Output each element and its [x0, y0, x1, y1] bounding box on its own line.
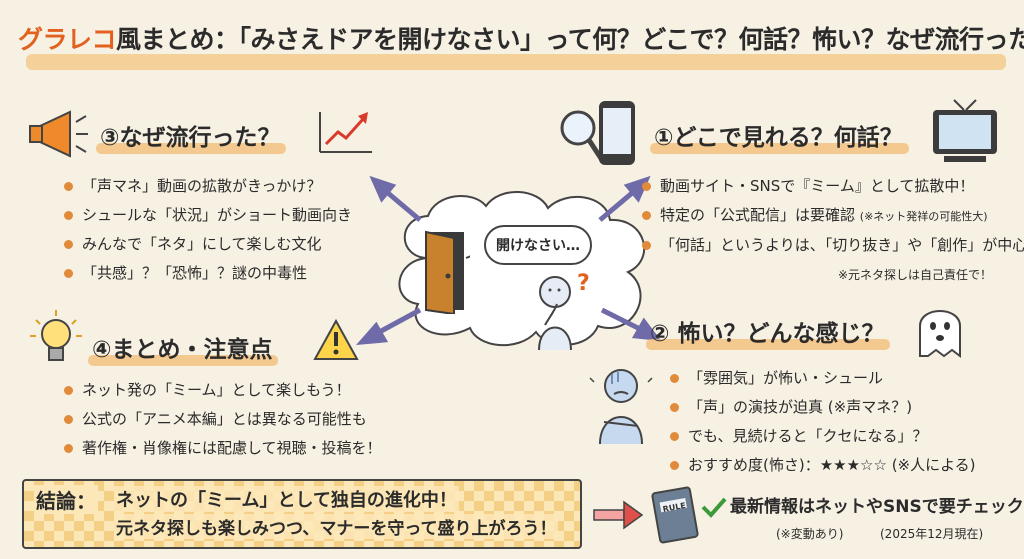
checkmark-icon [701, 497, 727, 518]
section4-list: ネット発の「ミーム」として楽しもう！ 公式の「アニメ本編」とは異なる可能性も 著… [62, 376, 382, 463]
section2-list: 「雰囲気」が怖い・シュール 「声」の演技が迫真 (※声マネ？) でも、見続けると… [668, 364, 976, 480]
title-rest: 風まとめ：「みさえドアを開けなさい」って何？どこで？何話？怖い？なぜ流行った？ [116, 25, 1024, 54]
list-item: 「共感」？「恐怖」？謎の中毒性 [62, 259, 352, 288]
list-item: 「何話」というよりは、「切り抜き」や「創作」が中心？ [640, 231, 1024, 260]
conclusion-line1: ネットの「ミーム」として独自の進化中！ [114, 486, 459, 512]
door-icon [425, 230, 470, 314]
section3-list: 「声マネ」動画の拡散がきっかけ？ シュールな「状況」がショート動画向き みんなで… [62, 172, 352, 288]
list-item: みんなで「ネタ」にして楽しむ文化 [62, 230, 352, 259]
section1-footnote: ※元ネタ探しは自己責任で！ [838, 268, 993, 282]
section4-heading: ④まとめ・注意点 [88, 330, 279, 366]
list-item: 特定の「公式配信」は要確認 (※ネット発祥の可能性大) [640, 201, 1024, 231]
question-mark: ? [577, 271, 590, 296]
list-item: 動画サイト・SNSで『ミーム』として拡散中！ [640, 172, 1024, 201]
rule-book-icon: RULE [651, 486, 699, 544]
speech-bubble: 開けなさい… [484, 225, 592, 265]
conclusion-box: 結論： ネットの「ミーム」として独自の進化中！ 元ネタ探しも楽しみつつ、マナーを… [22, 479, 582, 549]
conclusion-label: 結論： [34, 485, 98, 514]
title-brand: グラレコ [18, 25, 117, 54]
red-arrow-icon [593, 500, 644, 530]
section3-heading: ③なぜ流行った？ [96, 118, 287, 154]
ghost-icon [919, 310, 961, 358]
list-item: シュールな「状況」がショート動画向き [62, 201, 352, 230]
footer-main-text: 最新情報はネットやSNSで要チェック！ [730, 497, 1024, 517]
section2-heading: ② 怖い？どんな感じ？ [646, 314, 891, 350]
footer-note-1: (※変動あり) [776, 527, 844, 541]
list-item: 「声」の演技が迫真 (※声マネ？) [668, 393, 976, 422]
list-item: 「雰囲気」が怖い・シュール [668, 364, 976, 393]
trend-chart-icon [319, 112, 372, 153]
list-item: ネット発の「ミーム」として楽しもう！ [62, 376, 382, 405]
section1-list: 動画サイト・SNSで『ミーム』として拡散中！ 特定の「公式配信」は要確認 (※ネ… [640, 172, 1024, 260]
footer-note-2: (2025年12月現在) [880, 527, 984, 541]
page-title: グラレコ風まとめ：「みさえドアを開けなさい」って何？どこで？何話？怖い？なぜ流行… [18, 20, 1024, 56]
center-arrows [356, 175, 662, 346]
smartphone-icon [599, 101, 635, 165]
warning-icon [313, 318, 359, 360]
section1-heading: ①どこで見れる？何話？ [650, 118, 909, 154]
list-item: 公式の「アニメ本編」とは異なる可能性も [62, 405, 382, 434]
thinking-person-icon: ? [538, 271, 590, 350]
list-item: おすすめ度(怖さ)：★★★☆☆ (※人による) [668, 451, 976, 480]
list-item: 著作権・肖像権には配慮して視聴・投稿を！ [62, 434, 382, 463]
tv-icon [933, 99, 997, 162]
megaphone-icon [29, 110, 88, 158]
title-highlight [26, 54, 1006, 70]
list-item: でも、見続けると「クセになる」？ [668, 422, 976, 451]
scared-person-icon [589, 369, 653, 444]
lightbulb-icon [30, 310, 82, 361]
title-area: グラレコ風まとめ：「みさえドアを開けなさい」って何？どこで？何話？怖い？なぜ流行… [18, 14, 1024, 76]
list-item: 「声マネ」動画の拡散がきっかけ？ [62, 172, 352, 201]
rule-book-label: RULE [662, 501, 686, 514]
conclusion-line2: 元ネタ探しも楽しみつつ、マナーを守って盛り上がろう！ [114, 514, 559, 539]
